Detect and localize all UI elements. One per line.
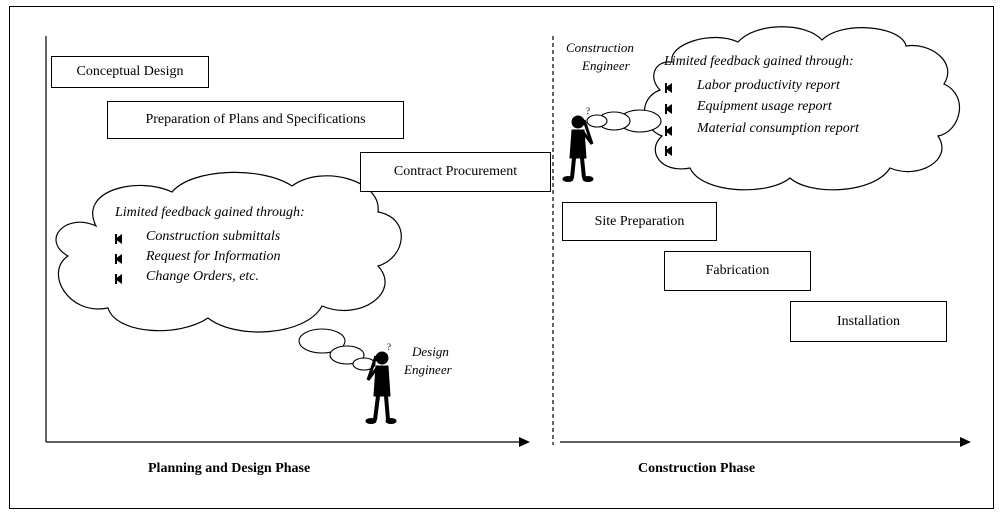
construction-feedback-item: Labor productivity report bbox=[697, 78, 840, 93]
contract-procurement-box: Contract Procurement bbox=[360, 152, 551, 192]
design-engineer-label-line1: Design bbox=[412, 344, 449, 359]
construction-thought-bubble-small bbox=[586, 114, 608, 128]
construction-bullet-icon bbox=[665, 146, 672, 156]
design-engineer-label-line2: Engineer bbox=[404, 362, 452, 377]
construction-phase-label: Construction Phase bbox=[638, 461, 756, 476]
construction-feedback-item: Material consumption report bbox=[697, 121, 860, 136]
construction-feedback-title: Limited feedback gained through: bbox=[664, 54, 854, 69]
construction-engineer-figure: ? bbox=[562, 106, 594, 182]
construction-feedback-item: Equipment usage report bbox=[697, 99, 832, 114]
planning-axis-arrowhead bbox=[519, 437, 530, 447]
construction-axis-arrowhead bbox=[960, 437, 971, 447]
conceptual-design-box: Conceptual Design bbox=[51, 56, 209, 88]
planning-feedback-item: Change Orders, etc. bbox=[146, 269, 260, 284]
planning-phase-label: Planning and Design Phase bbox=[148, 461, 311, 476]
planning-feedback-title: Limited feedback gained through: bbox=[115, 205, 305, 220]
construction-feedback-cloud bbox=[643, 26, 961, 191]
site-preparation-box: Site Preparation bbox=[562, 202, 717, 241]
construction-engineer-label-line1: Construction bbox=[566, 40, 634, 55]
fabrication-box: Fabrication bbox=[664, 251, 811, 291]
planning-thought-bubble-small bbox=[352, 357, 376, 371]
svg-text:?: ? bbox=[586, 106, 590, 116]
construction-bullet-icon bbox=[665, 104, 672, 114]
construction-bullet-icon bbox=[665, 126, 672, 136]
planning-feedback-item: Request for Information bbox=[146, 249, 281, 264]
planning-feedback-cloud bbox=[55, 171, 402, 333]
plans-specifications-box: Preparation of Plans and Specifications bbox=[107, 101, 404, 139]
construction-engineer-label-line2: Engineer bbox=[582, 58, 630, 73]
planning-bullet-icon bbox=[115, 274, 122, 284]
planning-thought-bubble-medium bbox=[329, 345, 365, 365]
planning-feedback-item: Construction submittals bbox=[146, 229, 281, 244]
planning-bullet-icon bbox=[115, 234, 122, 244]
planning-thought-bubble-large bbox=[298, 328, 346, 354]
diagram-frame bbox=[9, 6, 994, 509]
installation-box: Installation bbox=[790, 301, 947, 342]
design-engineer-figure: ? bbox=[365, 342, 397, 424]
svg-text:?: ? bbox=[387, 342, 391, 352]
planning-bullet-icon bbox=[115, 254, 122, 264]
construction-bullet-icon bbox=[665, 83, 672, 93]
